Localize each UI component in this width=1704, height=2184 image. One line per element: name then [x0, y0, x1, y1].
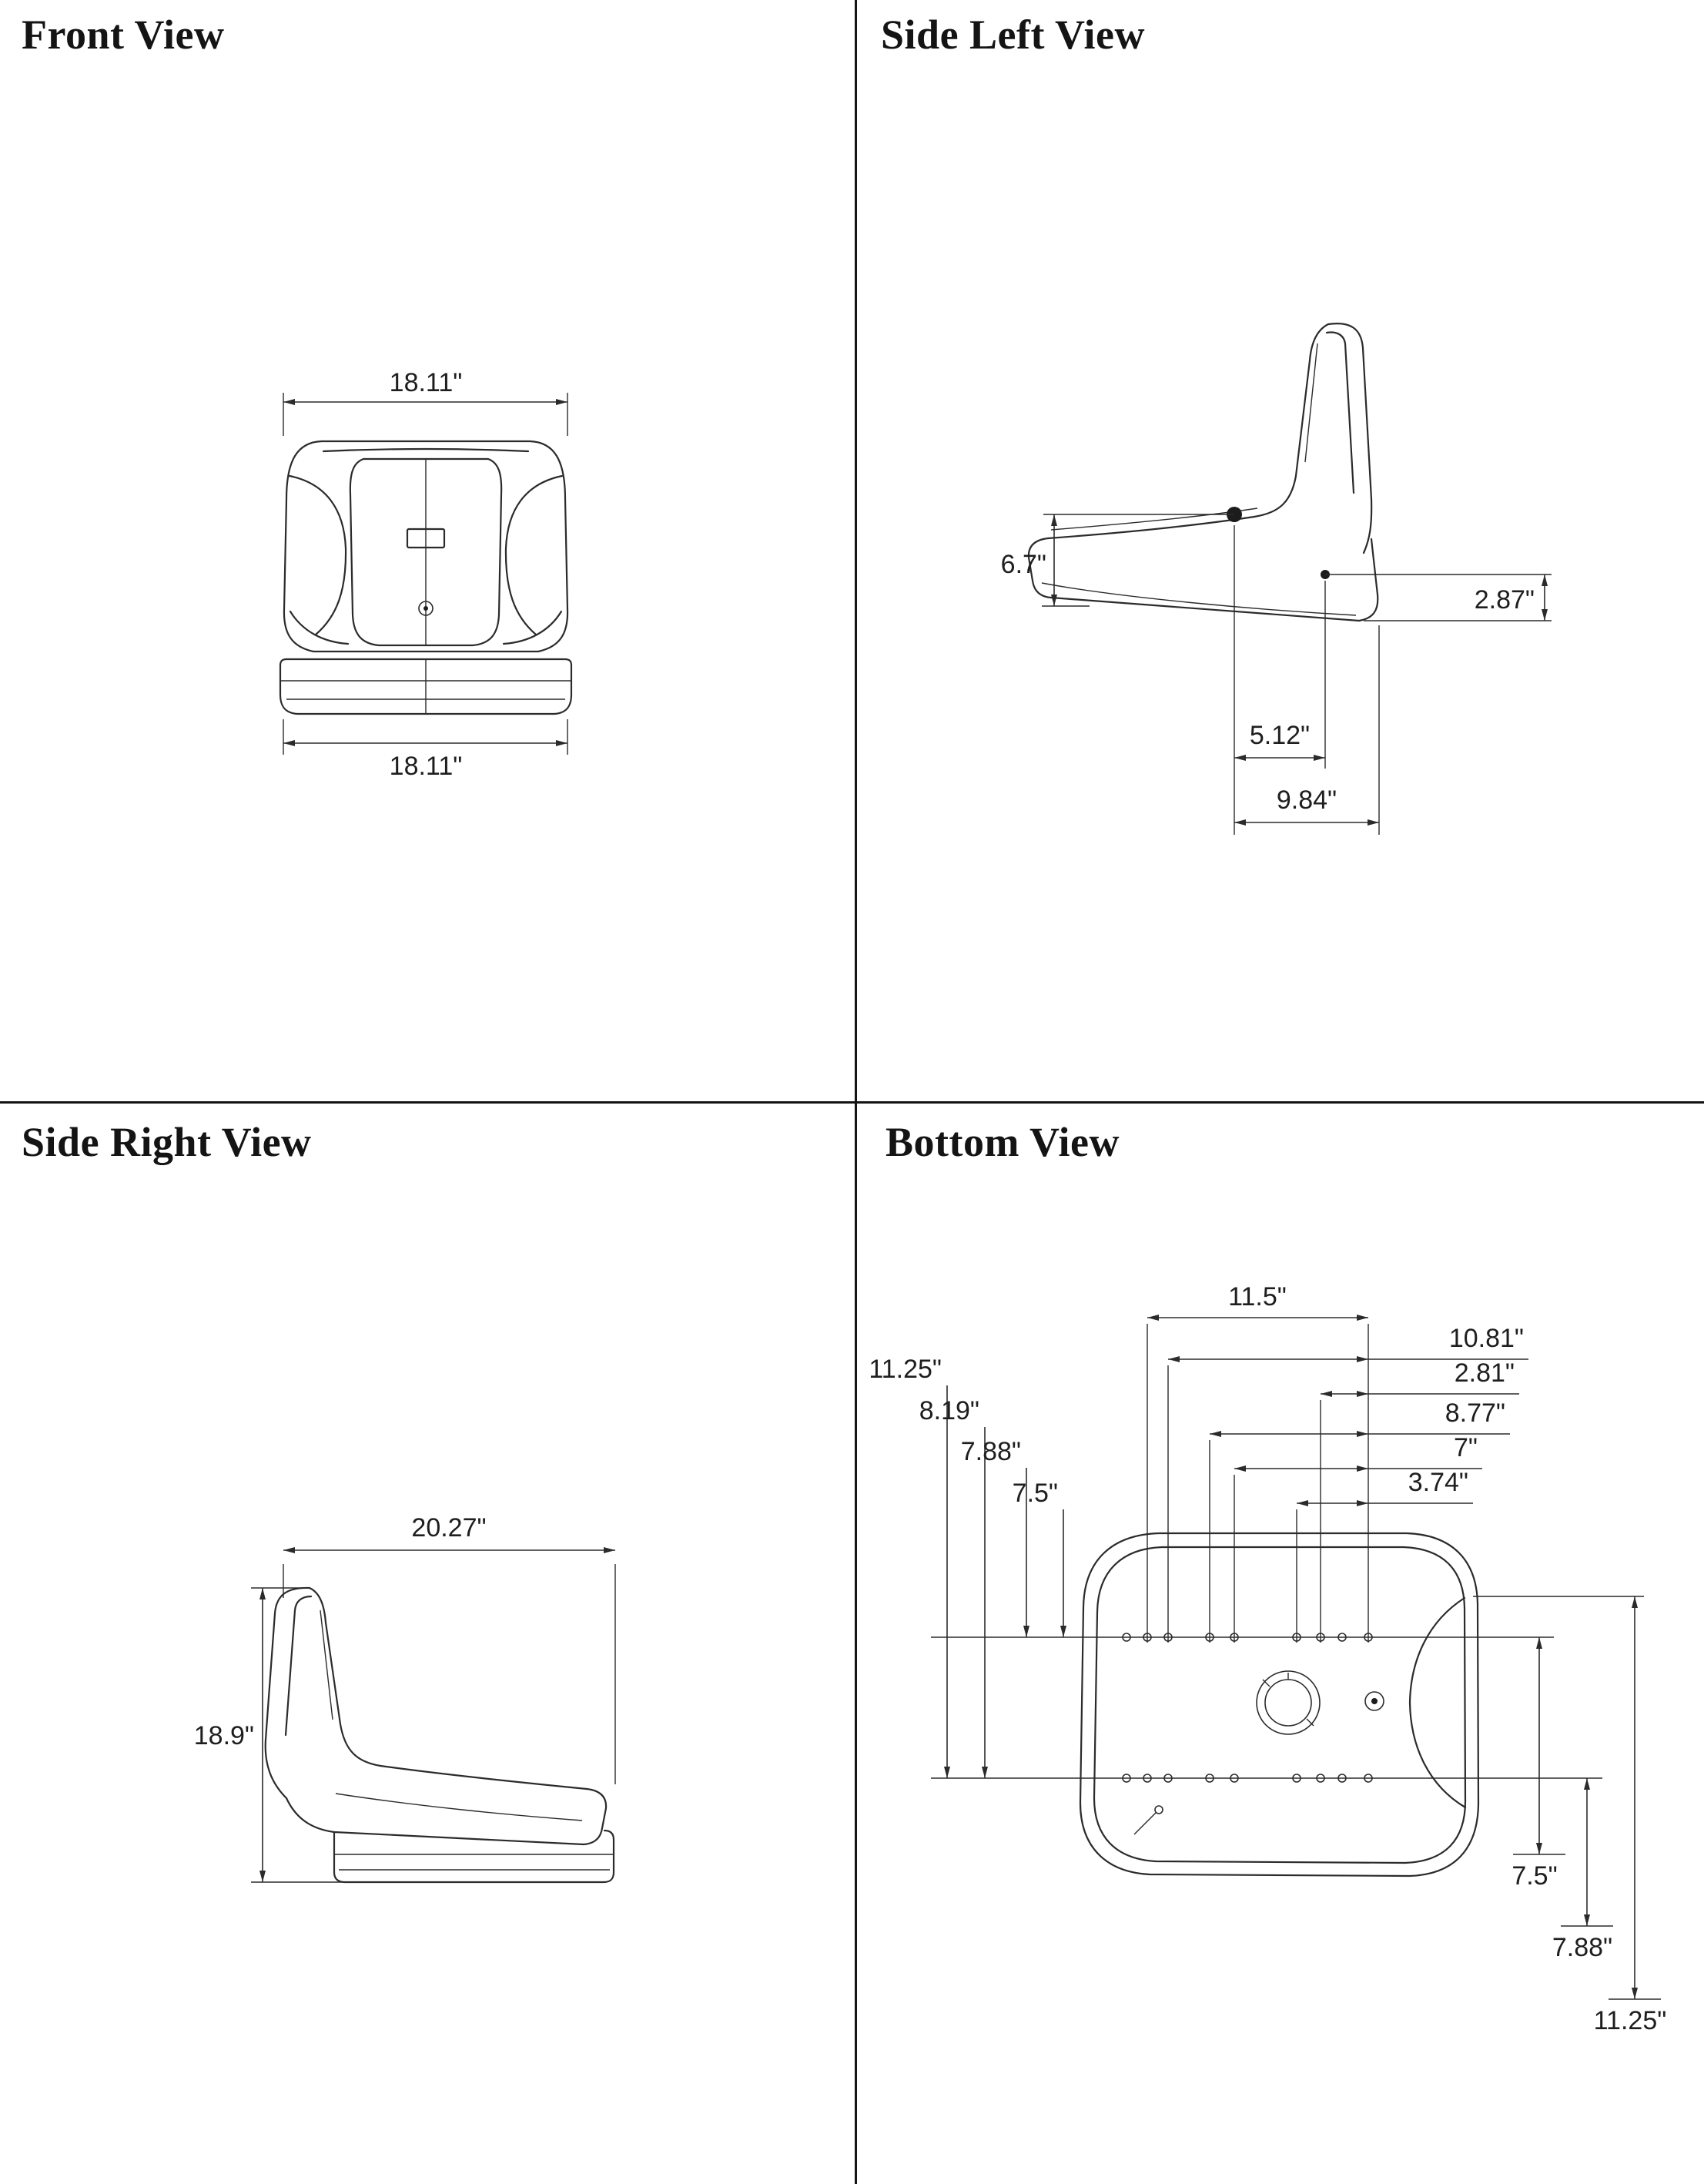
dim-label-front-bottom: 18.11" [390, 752, 463, 781]
side-left-dim-mount-depth: 9.84" [1234, 625, 1380, 835]
bottom-dim-top-3: 2.81" [1321, 1358, 1519, 1397]
center-mount-hole-inner [1264, 1679, 1312, 1727]
dim-label-mount-depth: 9.84" [1277, 786, 1337, 815]
back-bolt-center [423, 606, 428, 611]
bottom-dim-left-1: 11.25" [869, 1355, 950, 1778]
drain-hole [1364, 1691, 1384, 1711]
bottom-dim-left-3: 7.88" [961, 1437, 1029, 1637]
front-seat-outline [279, 440, 573, 715]
bottom-dim-top-5: 7" [1234, 1433, 1482, 1472]
side-left-dim-rear-gap: 2.87" [1325, 574, 1552, 621]
dim-label-bottom-top-6: 3.74" [1408, 1468, 1468, 1497]
bottom-dim-right-1: 7.5" [1512, 1637, 1565, 1891]
dim-label-bottom-right-3: 11.25" [1594, 2006, 1667, 2035]
side-right-view-title: Side Right View [22, 1119, 312, 1165]
dim-label-bottom-right-1: 7.5" [1512, 1861, 1557, 1891]
dim-label-bottom-top-3: 2.81" [1455, 1358, 1515, 1388]
dim-label-front-top: 18.11" [390, 368, 463, 397]
dim-label-pivot-height: 6.7" [1001, 550, 1046, 579]
dim-label-bottom-left-3: 7.88" [961, 1437, 1021, 1466]
dim-label-bottom-top-4: 8.77" [1445, 1398, 1505, 1428]
bottom-dim-left-4: 7.5" [1013, 1479, 1066, 1637]
drain-hole-center [1371, 1698, 1378, 1704]
bottom-row-reference-lines [931, 1596, 1644, 1779]
bottom-view-title: Bottom View [885, 1119, 1120, 1165]
dim-label-bottom-right-2: 7.88" [1552, 1933, 1612, 1962]
dim-label-bottom-left-2: 8.19" [919, 1396, 979, 1425]
dim-label-mount-spacing: 5.12" [1250, 721, 1310, 750]
side-left-seat-outline [1027, 323, 1379, 622]
side-right-dim-depth: 20.27" [283, 1513, 616, 1784]
back-latch-plate [406, 528, 446, 549]
dim-label-bottom-top-5: 7" [1454, 1433, 1478, 1462]
bottom-view-drawing: 11.5" 10.81" 2.81" 8.77" 7" 3.74" [869, 1282, 1667, 2035]
bottom-dim-top-2: 10.81" [1168, 1324, 1528, 1362]
vertical-divider [855, 0, 857, 2184]
front-dim-bottom-width: 18.11" [283, 719, 568, 781]
bottom-seat-outline [1079, 1532, 1480, 1878]
dim-label-bottom-left-1: 11.25" [869, 1355, 942, 1384]
side-left-dim-mount-spacing: 5.12" [1234, 525, 1326, 835]
side-left-view-title: Side Left View [881, 12, 1145, 58]
dim-label-bottom-left-4: 7.5" [1013, 1479, 1058, 1508]
back-bolt-hole [418, 601, 434, 616]
side-left-view-drawing: 6.7" 2.87" 5.12" 9.84" [1001, 323, 1552, 835]
side-left-dim-pivot-height: 6.7" [1001, 514, 1234, 607]
front-view-title: Front View [22, 12, 225, 58]
bottom-dim-extension-columns [1147, 1324, 1369, 1643]
bottom-dim-top-1: 11.5" [1147, 1282, 1368, 1321]
bottom-dim-right-2: 7.88" [1552, 1778, 1613, 1962]
center-mount-hole-outer [1256, 1670, 1321, 1735]
bottom-dim-top-6: 3.74" [1297, 1468, 1473, 1506]
bottom-mount-holes-row2 [1122, 1774, 1373, 1835]
bottom-dim-top-4: 8.77" [1210, 1398, 1510, 1437]
front-dim-top-width: 18.11" [283, 368, 568, 436]
dim-label-height: 18.9" [194, 1721, 254, 1750]
bottom-dim-left-2: 8.19" [919, 1396, 988, 1778]
bottom-dim-right-3: 11.25" [1594, 1596, 1667, 2035]
horizontal-divider [0, 1101, 1704, 1104]
side-right-seat-outline [264, 1586, 615, 1884]
dim-label-rear-gap: 2.87" [1475, 585, 1535, 615]
side-right-view-drawing: 20.27" 18.9" [194, 1513, 616, 1884]
front-view-drawing: 18.11" 18.11" [279, 368, 573, 781]
side-right-dim-height: 18.9" [194, 1587, 346, 1883]
dim-label-bottom-top-2: 10.81" [1449, 1324, 1524, 1353]
dim-label-bottom-top-1: 11.5" [1228, 1282, 1287, 1311]
dim-label-depth: 20.27" [411, 1513, 486, 1543]
